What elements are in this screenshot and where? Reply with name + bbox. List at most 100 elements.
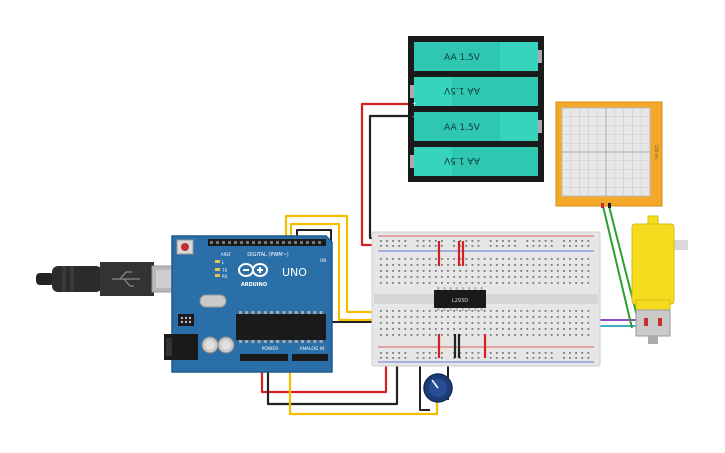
breadboard-hole[interactable] [477, 282, 480, 284]
breadboard-hole[interactable] [514, 328, 516, 330]
breadboard-hole[interactable] [422, 276, 425, 278]
breadboard-hole[interactable] [502, 328, 504, 330]
breadboard-hole[interactable] [508, 316, 510, 318]
breadboard-hole[interactable] [386, 322, 388, 324]
breadboard-hole[interactable] [441, 334, 443, 336]
breadboard-hole[interactable] [404, 270, 407, 272]
breadboard-hole[interactable] [434, 322, 437, 324]
breadboard-hole[interactable] [508, 264, 510, 266]
breadboard-hole[interactable] [386, 264, 388, 266]
breadboard-hole[interactable] [441, 240, 443, 242]
potentiometer[interactable] [423, 373, 453, 403]
header-pin[interactable] [312, 241, 315, 244]
breadboard-hole[interactable] [459, 276, 462, 278]
breadboard-hole[interactable] [581, 282, 584, 284]
breadboard-hole[interactable] [538, 258, 541, 260]
breadboard-hole[interactable] [404, 245, 407, 247]
breadboard-hole[interactable] [392, 328, 394, 330]
breadboard-hole[interactable] [514, 240, 516, 242]
breadboard-hole[interactable] [495, 276, 498, 278]
oscilloscope[interactable]: 100 ms [555, 101, 663, 208]
breadboard-hole[interactable] [410, 276, 413, 278]
breadboard-hole[interactable] [544, 276, 547, 278]
breadboard-hole[interactable] [416, 258, 419, 260]
breadboard-hole[interactable] [520, 328, 523, 330]
header-pin[interactable] [246, 241, 249, 244]
breadboard-hole[interactable] [544, 352, 547, 354]
breadboard-hole[interactable] [563, 258, 565, 260]
breadboard-hole[interactable] [441, 316, 443, 318]
header-pin[interactable] [258, 241, 261, 244]
breadboard-hole[interactable] [495, 328, 498, 330]
breadboard-hole[interactable] [453, 310, 455, 312]
breadboard-hole[interactable] [410, 322, 413, 324]
breadboard-hole[interactable] [404, 357, 407, 359]
breadboard-hole[interactable] [386, 282, 388, 284]
breadboard-hole[interactable] [489, 264, 492, 266]
breadboard-hole[interactable] [404, 276, 407, 278]
breadboard-hole[interactable] [459, 282, 462, 284]
breadboard-hole[interactable] [410, 258, 413, 260]
breadboard-hole[interactable] [556, 310, 559, 312]
breadboard-hole[interactable] [386, 328, 388, 330]
breadboard-hole[interactable] [459, 357, 462, 359]
breadboard-hole[interactable] [495, 352, 498, 354]
breadboard-hole[interactable] [575, 352, 577, 354]
breadboard-hole[interactable] [453, 264, 455, 266]
breadboard-hole[interactable] [502, 270, 504, 272]
breadboard-hole[interactable] [434, 240, 437, 242]
breadboard-hole[interactable] [550, 310, 553, 312]
digital-header[interactable] [208, 239, 326, 246]
breadboard-hole[interactable] [471, 240, 474, 242]
breadboard-hole[interactable] [398, 316, 401, 318]
breadboard-hole[interactable] [569, 357, 571, 359]
breadboard-hole[interactable] [416, 328, 419, 330]
breadboard-hole[interactable] [508, 328, 510, 330]
breadboard-hole[interactable] [514, 316, 516, 318]
breadboard-hole[interactable] [380, 334, 382, 336]
breadboard-hole[interactable] [422, 310, 425, 312]
breadboard-hole[interactable] [581, 310, 584, 312]
breadboard-hole[interactable] [520, 276, 523, 278]
breadboard-hole[interactable] [556, 316, 559, 318]
breadboard-hole[interactable] [465, 310, 468, 312]
breadboard-hole[interactable] [422, 328, 425, 330]
breadboard-hole[interactable] [526, 270, 529, 272]
breadboard-hole[interactable] [434, 264, 437, 266]
breadboard-hole[interactable] [569, 322, 571, 324]
breadboard-hole[interactable] [575, 276, 577, 278]
breadboard-hole[interactable] [569, 352, 571, 354]
breadboard-hole[interactable] [581, 258, 584, 260]
breadboard-hole[interactable] [398, 328, 401, 330]
breadboard-hole[interactable] [502, 352, 504, 354]
breadboard-hole[interactable] [392, 240, 394, 242]
breadboard-hole[interactable] [532, 270, 535, 272]
breadboard-hole[interactable] [428, 328, 431, 330]
breadboard-hole[interactable] [569, 310, 571, 312]
breadboard-hole[interactable] [581, 245, 584, 247]
breadboard-hole[interactable] [544, 264, 547, 266]
breadboard-hole[interactable] [569, 328, 571, 330]
breadboard-hole[interactable] [538, 276, 541, 278]
breadboard-hole[interactable] [587, 245, 590, 247]
breadboard-hole[interactable] [471, 276, 474, 278]
breadboard-hole[interactable] [398, 357, 401, 359]
breadboard-hole[interactable] [489, 245, 492, 247]
breadboard-hole[interactable] [441, 357, 443, 359]
breadboard-hole[interactable] [471, 357, 474, 359]
breadboard-hole[interactable] [380, 357, 382, 359]
breadboard-hole[interactable] [434, 276, 437, 278]
breadboard-hole[interactable] [471, 310, 474, 312]
breadboard-hole[interactable] [428, 270, 431, 272]
breadboard-hole[interactable] [508, 240, 510, 242]
breadboard-hole[interactable] [489, 352, 492, 354]
breadboard-hole[interactable] [434, 357, 437, 359]
breadboard-hole[interactable] [380, 240, 382, 242]
breadboard-hole[interactable] [410, 270, 413, 272]
breadboard-hole[interactable] [508, 258, 510, 260]
breadboard-hole[interactable] [477, 240, 480, 242]
arduino-uno-board[interactable]: DIGITAL (PWM~) AREF L TX RX ARDUINO UNO … [164, 235, 333, 373]
breadboard-hole[interactable] [538, 245, 541, 247]
breadboard-hole[interactable] [428, 276, 431, 278]
breadboard-hole[interactable] [398, 322, 401, 324]
